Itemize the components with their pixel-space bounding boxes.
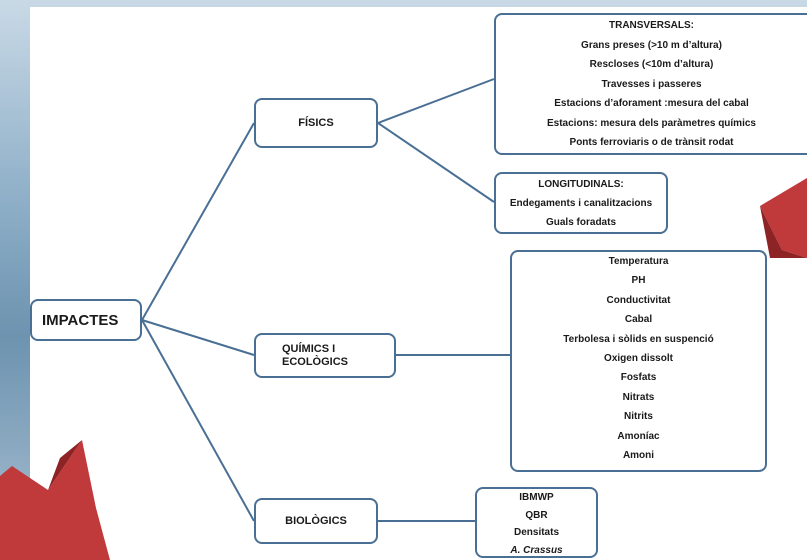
impactes-label: IMPACTES: [42, 311, 119, 329]
list-item: Amoníac: [617, 430, 660, 442]
list-item: Endegaments i canalitzacions: [509, 198, 653, 209]
quimics-parameters-box: Temperatura PH Conductivitat Cabal Terbo…: [510, 250, 767, 472]
list-item: Amoni: [622, 450, 655, 462]
red-arrow-left-icon: [0, 440, 110, 560]
list-item: Estacions d’aforament :mesura del cabal: [554, 98, 749, 109]
transversals-title: TRANSVERSALS:: [608, 20, 694, 31]
impactes-node: IMPACTES: [30, 299, 142, 341]
list-item: A. Crassus: [510, 544, 563, 556]
list-item: Estacions: mesura dels paràmetres químic…: [547, 117, 756, 129]
list-item: Densitats: [513, 527, 559, 538]
quimics-label-line2: ECOLÒGICS: [282, 355, 349, 368]
connector-fisics-transversals: [377, 78, 495, 124]
biologics-label: BIOLÒGICS: [285, 515, 347, 527]
list-item: Guals foradats: [545, 217, 617, 228]
list-item: Conductivitat: [606, 294, 671, 306]
red-arrow-right-icon: [760, 178, 807, 258]
connector-root-quimics: [141, 319, 255, 356]
fisics-label: FÍSICS: [298, 117, 334, 129]
fisics-node: FÍSICS: [254, 98, 378, 148]
list-item: Nitrats: [622, 391, 655, 403]
quimics-label-line1: QUÍMICS I: [282, 342, 336, 355]
list-item: Cabal: [624, 314, 653, 326]
connector-root-fisics: [141, 122, 255, 321]
list-item: Nitrits: [624, 411, 653, 423]
list-item: Grans preses (>10 m d’altura): [581, 39, 722, 51]
quimics-ecologics-node: QUÍMICS I ECOLÒGICS: [254, 333, 396, 378]
longitudinals-title: LONGITUDINALS:: [538, 179, 624, 190]
list-item: Terbolesa i sòlids en suspenció: [563, 333, 714, 345]
connector-fisics-longitudinals: [377, 122, 495, 203]
connector-root-biologics: [141, 319, 255, 522]
list-item: QBR: [525, 509, 548, 521]
longitudinals-box: LONGITUDINALS: Endegaments i canalitzaci…: [494, 172, 668, 234]
list-item: Temperatura: [608, 256, 669, 267]
list-item: Fosfats: [620, 372, 657, 384]
list-item: Oxigen dissolt: [604, 353, 673, 365]
biologics-indicators-box: IBMWP QBR Densitats A. Crassus: [475, 487, 598, 558]
list-item: Ponts ferroviaris o de trànsit rodat: [569, 137, 734, 148]
list-item: Travesses i passeres: [601, 78, 702, 90]
list-item: Rescloses (<10m d’altura): [589, 59, 714, 70]
transversals-box: TRANSVERSALS: Grans preses (>10 m d’altu…: [494, 13, 807, 155]
biologics-node: BIOLÒGICS: [254, 498, 378, 544]
list-item: PH: [631, 275, 646, 287]
list-item: IBMWP: [519, 492, 554, 503]
